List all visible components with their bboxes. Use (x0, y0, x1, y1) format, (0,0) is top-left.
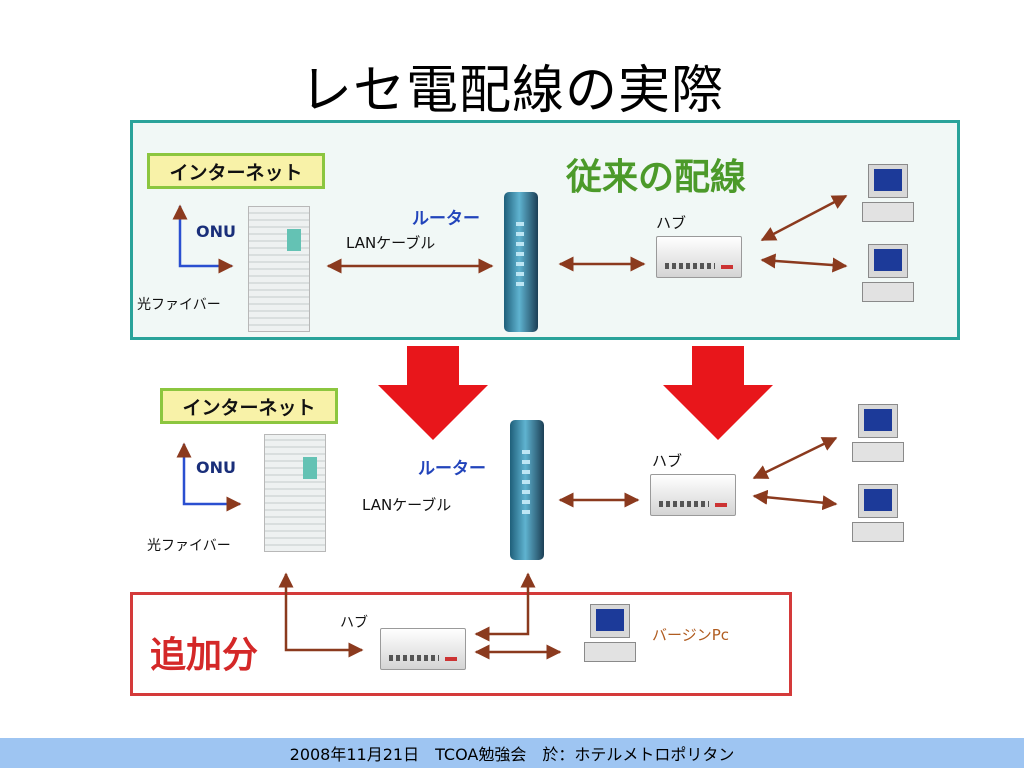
footer-bar: 2008年11月21日 TCOA勉強会 於：ホテルメトロポリタン (0, 738, 1024, 768)
hub-label-top: ハブ (656, 214, 687, 232)
fiber-label-top: 光ファイバー (137, 297, 221, 313)
footer-text: 2008年11月21日 TCOA勉強会 於：ホテルメトロポリタン (289, 745, 735, 764)
hub-device-icon (380, 628, 466, 670)
added-heading: 追加分 (150, 635, 259, 676)
router-label-top: ルーター (412, 209, 480, 229)
conventional-wiring-heading: 従来の配線 (566, 157, 747, 198)
pc-icon (852, 484, 904, 542)
pc-icon (852, 404, 904, 462)
slide-title: レセ電配線の実際 (299, 61, 724, 121)
onu-device-icon (248, 206, 310, 332)
hub-device-icon (650, 474, 736, 516)
router-device-icon (504, 192, 538, 332)
router-label-middle: ルーター (418, 459, 486, 479)
pc-icon (862, 164, 914, 222)
virgin-pc-icon (584, 604, 636, 662)
pc-icon (862, 244, 914, 302)
hub-device-icon (656, 236, 742, 278)
lan-cable-label-top: LANケーブル (346, 234, 436, 252)
lan-cable-label-middle: LANケーブル (362, 496, 452, 514)
internet-label-box-top: インターネット (147, 153, 325, 189)
onu-device-icon (264, 434, 326, 552)
hub-label-middle: ハブ (652, 452, 683, 470)
router-device-icon (510, 420, 544, 560)
virgin-pc-label: バージンPc (652, 626, 729, 644)
big-down-arrow (663, 346, 773, 440)
fiber-label-middle: 光ファイバー (147, 538, 231, 554)
big-down-arrow (378, 346, 488, 440)
internet-label-box-middle: インターネット (160, 388, 338, 424)
